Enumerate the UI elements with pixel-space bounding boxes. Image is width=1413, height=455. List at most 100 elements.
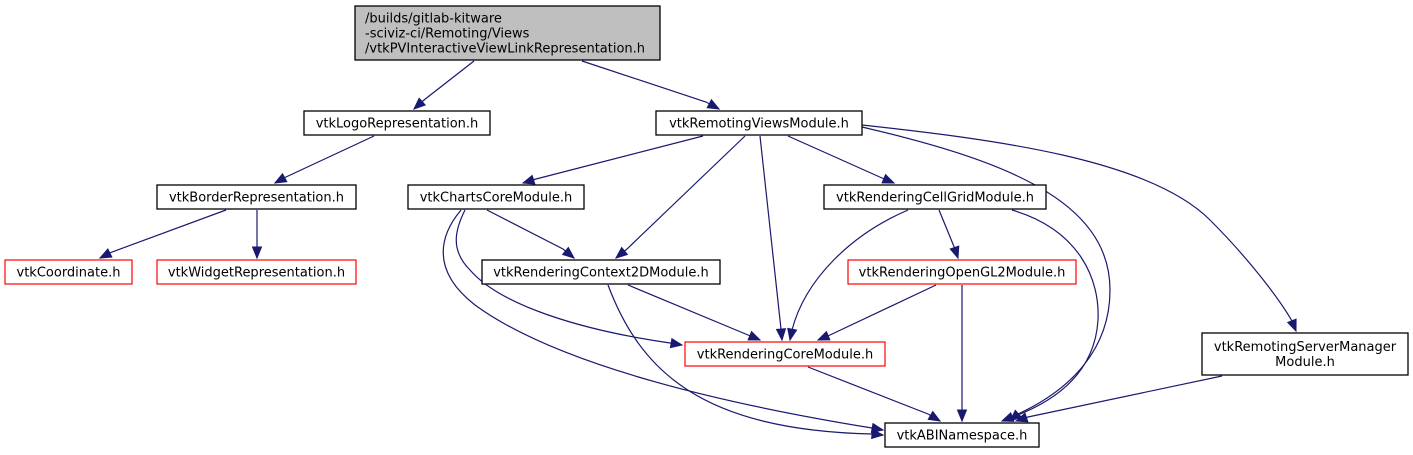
- node-label: vtkCoordinate.h: [17, 266, 121, 281]
- arrowhead-icon: [881, 173, 896, 184]
- node-label: vtkWidgetRepresentation.h: [168, 266, 345, 281]
- edge-cellgrid-rcore: [787, 209, 909, 342]
- arrowhead-icon: [1014, 412, 1029, 423]
- node-box: [481, 259, 721, 285]
- node-border[interactable]: vtkBorderRepresentation.h: [156, 184, 357, 210]
- node-box: [684, 341, 886, 367]
- node-label: /vtkPVInteractiveViewLinkRepresentation.…: [365, 42, 645, 57]
- node-box: [354, 5, 661, 61]
- arrowhead-icon: [747, 330, 762, 341]
- arrowhead-icon: [706, 98, 721, 110]
- edge-charts-rcore: [455, 209, 684, 349]
- edge-line: [627, 284, 761, 341]
- edge-line: [789, 209, 909, 341]
- edge-ctx2d-abi: [607, 284, 885, 440]
- edge-root-remviews: [581, 60, 721, 110]
- edge-opengl2-rcore: [816, 284, 937, 341]
- edge-line: [861, 126, 1111, 422]
- arrowhead-icon: [273, 172, 288, 184]
- edge-line: [274, 135, 375, 184]
- arrowhead-icon: [251, 246, 263, 260]
- edge-remviews-cellgrid: [787, 135, 896, 184]
- node-label: vtkRenderingOpenGL2Module.h: [859, 266, 1066, 281]
- node-box: [847, 259, 1077, 285]
- edge-line: [455, 209, 683, 346]
- node-label: vtkBorderRepresentation.h: [169, 191, 344, 206]
- arrowhead-icon: [614, 246, 629, 259]
- edge-line: [581, 60, 720, 110]
- node-label: vtkRemotingViewsModule.h: [669, 117, 849, 132]
- edge-cellgrid-abi: [1000, 209, 1099, 422]
- arrowhead-icon: [871, 428, 885, 440]
- node-box: [407, 184, 585, 210]
- node-label: /builds/gitlab-kitware: [365, 12, 502, 27]
- edge-line: [861, 124, 1297, 332]
- node-label: Module.h: [1275, 355, 1335, 370]
- node-box: [303, 110, 491, 136]
- node-remviews[interactable]: vtkRemotingViewsModule.h: [655, 110, 863, 136]
- edge-rcore-abi: [807, 366, 942, 422]
- edge-line: [807, 366, 941, 422]
- edge-line: [615, 135, 746, 259]
- node-box: [4, 259, 133, 285]
- node-widget[interactable]: vtkWidgetRepresentation.h: [156, 259, 357, 285]
- edge-servermgr-abi: [1014, 375, 1223, 423]
- node-logo[interactable]: vtkLogoRepresentation.h: [303, 110, 491, 136]
- arrowhead-icon: [1000, 412, 1015, 422]
- edge-charts-abi: [442, 209, 885, 434]
- arrowhead-icon: [98, 248, 113, 259]
- edge-cellgrid-opengl2: [938, 209, 960, 260]
- node-abi[interactable]: vtkABINamespace.h: [884, 422, 1040, 448]
- edge-remviews-ctx2d: [614, 135, 746, 259]
- edge-border-widget: [251, 210, 263, 260]
- arrowhead-icon: [561, 246, 576, 259]
- nodes-layer: /builds/gitlab-kitware-sciviz-ci/Remotin…: [4, 5, 1409, 448]
- node-box: [1201, 332, 1409, 376]
- node-box: [156, 259, 357, 285]
- node-label: -sciviz-ci/Remoting/Views: [365, 27, 530, 42]
- arrowhead-icon: [669, 337, 684, 349]
- node-box: [823, 184, 1047, 210]
- edge-line: [442, 209, 884, 431]
- edge-line: [99, 209, 227, 259]
- edge-logo-border: [273, 135, 375, 184]
- node-rcore[interactable]: vtkRenderingCoreModule.h: [684, 341, 886, 367]
- arrowhead-icon: [775, 328, 787, 342]
- node-label: vtkRenderingCellGridModule.h: [836, 191, 1034, 206]
- edge-line: [486, 209, 575, 259]
- node-box: [655, 110, 863, 136]
- arrowhead-icon: [521, 174, 536, 185]
- edge-opengl2-abi: [956, 285, 968, 423]
- arrowhead-icon: [816, 330, 831, 341]
- arrowhead-icon: [413, 97, 427, 110]
- edge-remviews-rcore: [759, 135, 787, 342]
- edges-layer: [98, 60, 1297, 440]
- node-coord[interactable]: vtkCoordinate.h: [4, 259, 133, 285]
- edge-line: [759, 135, 783, 341]
- node-cellgrid[interactable]: vtkRenderingCellGridModule.h: [823, 184, 1047, 210]
- edge-line: [817, 284, 937, 341]
- arrowhead-icon: [1286, 318, 1297, 333]
- node-box: [156, 184, 357, 210]
- edge-line: [607, 284, 884, 436]
- edge-border-coord: [98, 209, 227, 259]
- node-charts[interactable]: vtkChartsCoreModule.h: [407, 184, 585, 210]
- node-label: vtkRemotingServerManager: [1214, 340, 1397, 355]
- node-ctx2d[interactable]: vtkRenderingContext2DModule.h: [481, 259, 721, 285]
- edge-remviews-charts: [521, 135, 704, 185]
- node-label: vtkLogoRepresentation.h: [316, 117, 479, 132]
- edge-charts-ctx2d: [486, 209, 576, 259]
- node-opengl2[interactable]: vtkRenderingOpenGL2Module.h: [847, 259, 1077, 285]
- arrowhead-icon: [927, 410, 942, 422]
- edge-root-logo: [413, 60, 475, 110]
- node-root: /builds/gitlab-kitware-sciviz-ci/Remotin…: [354, 5, 661, 61]
- node-label: vtkChartsCoreModule.h: [420, 191, 573, 206]
- edge-line: [787, 135, 895, 184]
- edge-line: [413, 60, 475, 110]
- node-label: vtkRenderingContext2DModule.h: [493, 266, 709, 281]
- node-label: vtkRenderingCoreModule.h: [697, 348, 873, 363]
- edge-line: [522, 135, 704, 184]
- arrowhead-icon: [956, 409, 968, 423]
